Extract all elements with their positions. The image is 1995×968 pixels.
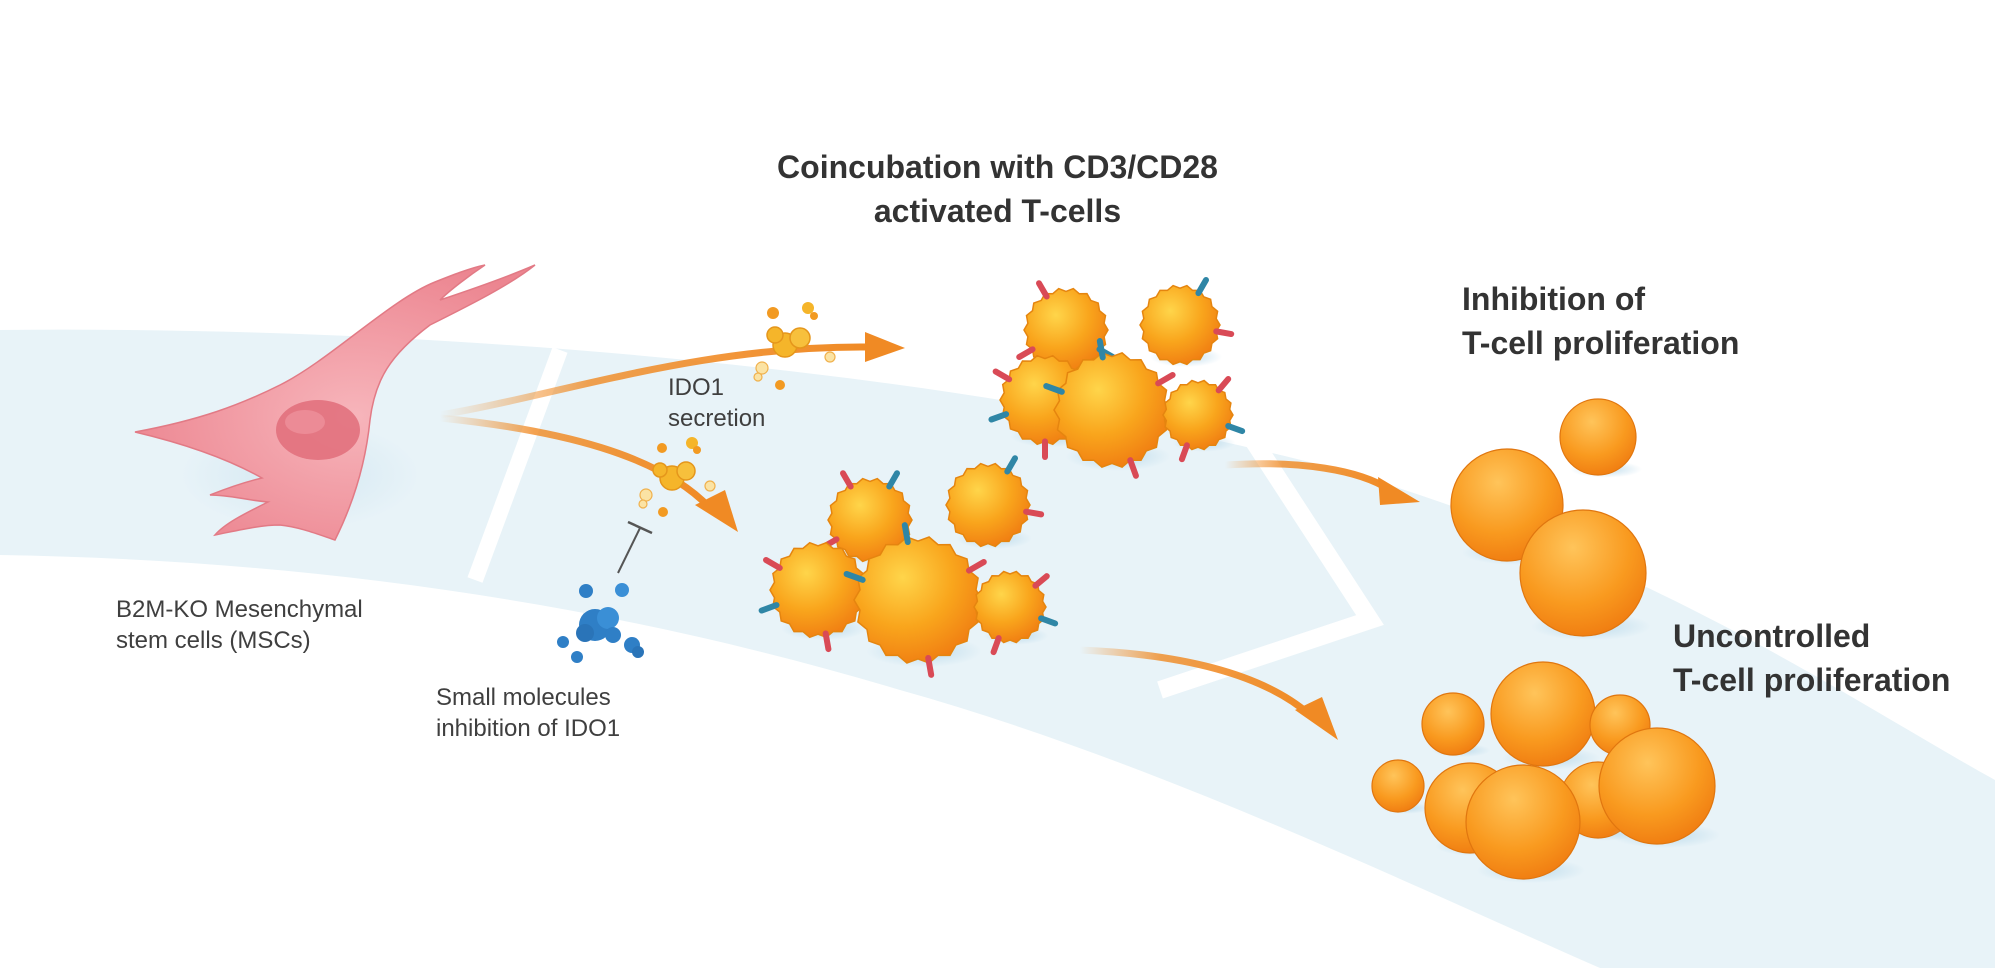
cd3-receptor bbox=[1213, 328, 1235, 338]
uncontrolled-line-1: Uncontrolled bbox=[1673, 618, 1871, 654]
cd28-receptor bbox=[1004, 455, 1018, 475]
cd28-receptor bbox=[1096, 338, 1106, 361]
cd28-receptor bbox=[1225, 423, 1246, 435]
inhibition-line-1: Inhibition of bbox=[1462, 281, 1646, 317]
cd3-receptor bbox=[1127, 457, 1139, 479]
activated-t-cell-cluster-upper bbox=[988, 276, 1246, 479]
cd3-receptor bbox=[763, 557, 783, 571]
cd3-receptor bbox=[992, 368, 1013, 383]
activated-t-cell-cluster-lower bbox=[758, 455, 1059, 678]
cd3-receptor bbox=[1016, 346, 1036, 360]
cd28-receptor bbox=[1195, 276, 1209, 297]
ido1-secretion-line-2: secretion bbox=[668, 405, 766, 432]
result-arrow-upper bbox=[1221, 460, 1420, 505]
inhibition-label: Inhibition of T-cell proliferation bbox=[1462, 277, 1739, 365]
cd28-receptor bbox=[988, 411, 1010, 423]
inhibition-line-2: T-cell proliferation bbox=[1462, 325, 1740, 361]
t-cell-sphere bbox=[1465, 764, 1586, 883]
ido1-protein-cluster-upper bbox=[753, 302, 836, 390]
activated-t-cell bbox=[973, 570, 1059, 656]
ido1-secretion-line-1: IDO1 bbox=[668, 374, 725, 401]
band-separator bbox=[467, 347, 568, 583]
cd28-receptor bbox=[843, 571, 866, 583]
ido1-secretion-label: IDO1 secretion bbox=[668, 372, 765, 434]
cd3-receptor bbox=[822, 630, 832, 653]
activated-t-cell bbox=[1162, 375, 1246, 463]
inhibition-symbol bbox=[617, 520, 653, 574]
t-cell-sphere bbox=[1371, 759, 1431, 814]
inhibited-t-cells bbox=[1450, 398, 1651, 641]
coincubation-label: Coincubation with CD3/CD28 activated T-c… bbox=[735, 145, 1260, 233]
t-cell-sphere bbox=[1519, 509, 1651, 641]
uncontrolled-line-2: T-cell proliferation bbox=[1673, 662, 1951, 698]
cd3-receptor bbox=[840, 470, 854, 490]
cd28-receptor bbox=[1038, 615, 1059, 627]
uncontrolled-label: Uncontrolled T-cell proliferation bbox=[1673, 614, 1950, 702]
activated-t-cell bbox=[1139, 276, 1235, 367]
small-molecules-line-1: Small molecules bbox=[436, 684, 611, 711]
result-arrow-lower bbox=[1076, 646, 1338, 740]
cd3-receptor bbox=[925, 654, 935, 678]
secretion-arrow-lower bbox=[436, 414, 738, 532]
small-molecules-label: Small molecules inhibition of IDO1 bbox=[436, 682, 620, 744]
t-cell-sphere bbox=[1598, 727, 1721, 849]
band-separator-right bbox=[1157, 415, 1384, 699]
ido1-protein-cluster-lower bbox=[638, 437, 716, 517]
activated-t-cell bbox=[945, 455, 1045, 550]
activated-t-cell bbox=[843, 522, 987, 678]
coincubation-line-1: Coincubation with CD3/CD28 bbox=[777, 149, 1218, 185]
coincubation-line-2: activated T-cells bbox=[873, 193, 1122, 229]
cd3-receptor bbox=[965, 559, 987, 574]
uncontrolled-t-cells bbox=[1371, 661, 1721, 883]
cd28-receptor bbox=[758, 602, 780, 614]
t-cell-sphere bbox=[1421, 692, 1491, 758]
msc-cell bbox=[134, 264, 536, 541]
cd3-receptor bbox=[1023, 508, 1045, 518]
cd3-receptor bbox=[1155, 372, 1176, 387]
small-molecule-inhibitors bbox=[557, 583, 644, 663]
cd28-receptor bbox=[886, 470, 900, 490]
small-molecules-line-2: inhibition of IDO1 bbox=[436, 715, 621, 742]
msc-line-2: stem cells (MSCs) bbox=[116, 627, 311, 654]
cd3-receptor bbox=[1032, 573, 1050, 589]
msc-label: B2M-KO Mesenchymal stem cells (MSCs) bbox=[116, 594, 363, 656]
cd28-receptor bbox=[901, 522, 911, 546]
cd3-receptor bbox=[990, 635, 1002, 656]
t-cell-sphere bbox=[1559, 398, 1643, 478]
activated-t-cell bbox=[1043, 338, 1176, 479]
msc-line-1: B2M-KO Mesenchymal bbox=[116, 596, 363, 623]
secretion-arrow-upper bbox=[436, 332, 905, 419]
cd3-receptor bbox=[1215, 375, 1232, 394]
cd28-receptor bbox=[1043, 383, 1065, 395]
activated-t-cell bbox=[758, 541, 868, 653]
cd3-receptor bbox=[1036, 280, 1050, 300]
cd3-receptor bbox=[1178, 442, 1190, 463]
